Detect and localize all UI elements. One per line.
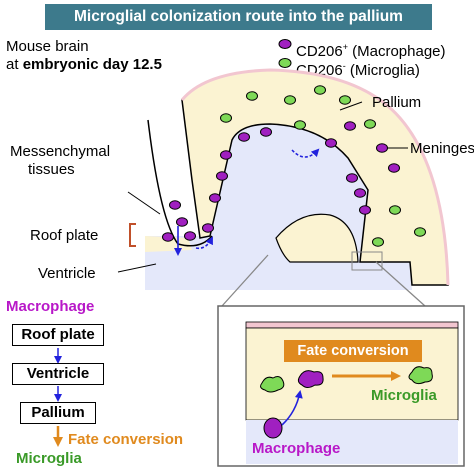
macrophage-cell — [260, 127, 272, 137]
pointer-mesenchymal — [127, 191, 161, 215]
inset-macrophage-cell-ventricle — [263, 417, 283, 439]
macrophage-cell — [169, 200, 181, 210]
inner-tissue — [275, 213, 359, 263]
subtitle-line2: at embryonic day 12.5 — [6, 56, 162, 73]
label-mesenchymal: Messenchymal tissues — [10, 143, 111, 178]
legend-macrophage: CD206+ (Macrophage) — [296, 42, 446, 60]
diagram-title: Microglial colonization route into the p… — [74, 8, 403, 25]
label-pallium: Pallium — [372, 94, 422, 111]
macrophage-cell — [359, 205, 371, 215]
macrophage-cell — [344, 121, 356, 131]
subtitle-line1: Mouse brain — [6, 38, 89, 55]
macrophage-cell — [184, 231, 196, 241]
flow-step-ventricle: Ventricle — [12, 363, 104, 385]
inset-macrophage-label: Macrophage — [252, 440, 341, 457]
flow-conversion: Fate conversion — [68, 431, 184, 448]
flow-step-roof-plate: Roof plate — [12, 324, 104, 346]
label-roof-plate: Roof plate — [30, 227, 99, 244]
zoom-region — [351, 251, 383, 271]
inset-fate-conversion-label: Fate conversion — [297, 343, 409, 359]
macrophage-cells — [162, 39, 400, 242]
flow-step-pallium: Pallium — [20, 402, 96, 424]
inset-microglia-cell-2 — [408, 366, 433, 385]
legend-microglia-dot — [278, 58, 292, 68]
microglia-cell — [339, 95, 351, 105]
legend-macrophage-dot — [278, 39, 292, 49]
microglia-cell — [220, 113, 232, 123]
macrophage-cell — [346, 173, 358, 183]
microglia-cell — [246, 91, 258, 101]
microglia-cell — [294, 120, 306, 130]
macrophage-cell — [209, 193, 221, 203]
macrophage-cell — [216, 171, 228, 181]
macrophage-cell — [354, 188, 366, 198]
label-ventricle: Ventricle — [38, 265, 96, 282]
macrophage-cell — [176, 217, 188, 227]
pointer-pallium — [339, 101, 363, 111]
label-meninges: Meninges — [410, 140, 474, 157]
macrophage-cell — [376, 143, 388, 153]
inset-microglia-cell-1 — [260, 376, 285, 393]
subtitle-stage: embryonic day 12.5 — [22, 56, 162, 73]
microglia-cell — [414, 227, 426, 237]
flow-header: Macrophage — [6, 298, 95, 315]
inset-microglia-label: Microglia — [371, 387, 437, 404]
microglia-cell — [372, 237, 384, 247]
inset-meninges — [245, 321, 459, 329]
zoom-lines — [221, 254, 426, 307]
microglia-cell — [284, 95, 296, 105]
route-arrow-ventricle — [195, 236, 213, 250]
fate-conversion-box — [284, 340, 422, 362]
inset-macrophage-cell — [297, 370, 324, 388]
subtitle: Mouse brain at embryonic day 12.5 — [6, 38, 162, 74]
pointer-ventricle — [117, 263, 157, 273]
inset-route-arrow — [281, 390, 303, 426]
microglia-cells — [220, 58, 426, 247]
macrophage-cell — [388, 163, 400, 173]
microglia-cell — [314, 85, 326, 95]
macrophage-cell — [162, 232, 174, 242]
route-arrow-pallium — [291, 148, 320, 158]
microglia-cell — [364, 119, 376, 129]
macrophage-cell — [325, 138, 337, 148]
macrophage-cell — [238, 132, 250, 142]
meninges-outline — [180, 68, 450, 286]
roof-plate-edge — [147, 119, 213, 247]
microglia-cell — [389, 205, 401, 215]
macrophage-cell — [220, 150, 232, 160]
flow-result: Microglia — [16, 450, 82, 467]
title-banner: Microglial colonization route into the p… — [45, 4, 432, 30]
macrophage-cell — [202, 223, 214, 233]
roof-plate-bracket — [129, 223, 136, 247]
